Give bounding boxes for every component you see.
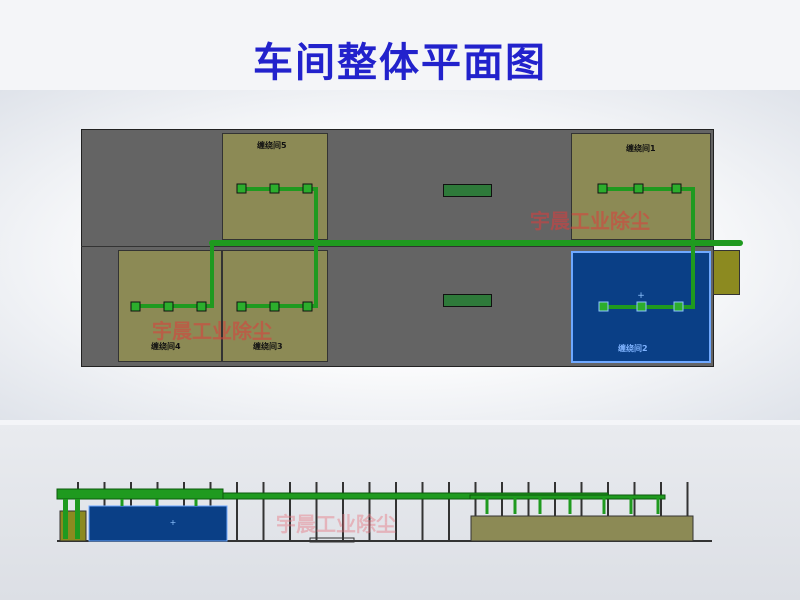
room-label: 缠绕间2 — [618, 344, 648, 353]
page-title: 车间整体平面图 — [253, 39, 547, 86]
watermark: 宇晨工业除尘 — [530, 209, 650, 233]
room-label: 缠绕间5 — [257, 141, 287, 150]
fan-unit — [713, 250, 740, 295]
watermark: 宇晨工业除尘 — [152, 319, 272, 343]
watermark: 宇晨工业除尘 — [276, 512, 396, 536]
svg-text:+: + — [637, 291, 645, 301]
room-label: 缠绕间3 — [253, 342, 283, 351]
svg-text:+: + — [170, 518, 177, 527]
equipment-block — [443, 184, 492, 197]
equipment-block — [443, 294, 492, 307]
center-divider — [81, 246, 714, 247]
room-label: 缠绕间4 — [151, 342, 181, 351]
room-label: 缠绕间1 — [626, 144, 656, 153]
